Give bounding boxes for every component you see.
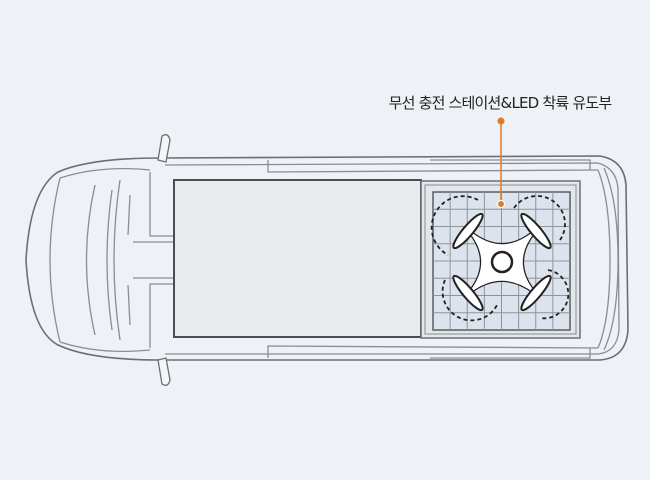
mirror-right xyxy=(157,357,171,386)
callout-label: 무선 충전 스테이션&LED 착륙 유도부 xyxy=(388,94,613,112)
callout-leader xyxy=(497,117,505,208)
van-body xyxy=(25,155,629,361)
roof-panel xyxy=(173,179,422,338)
mirror-left xyxy=(157,134,171,163)
drone-icon xyxy=(430,195,570,322)
